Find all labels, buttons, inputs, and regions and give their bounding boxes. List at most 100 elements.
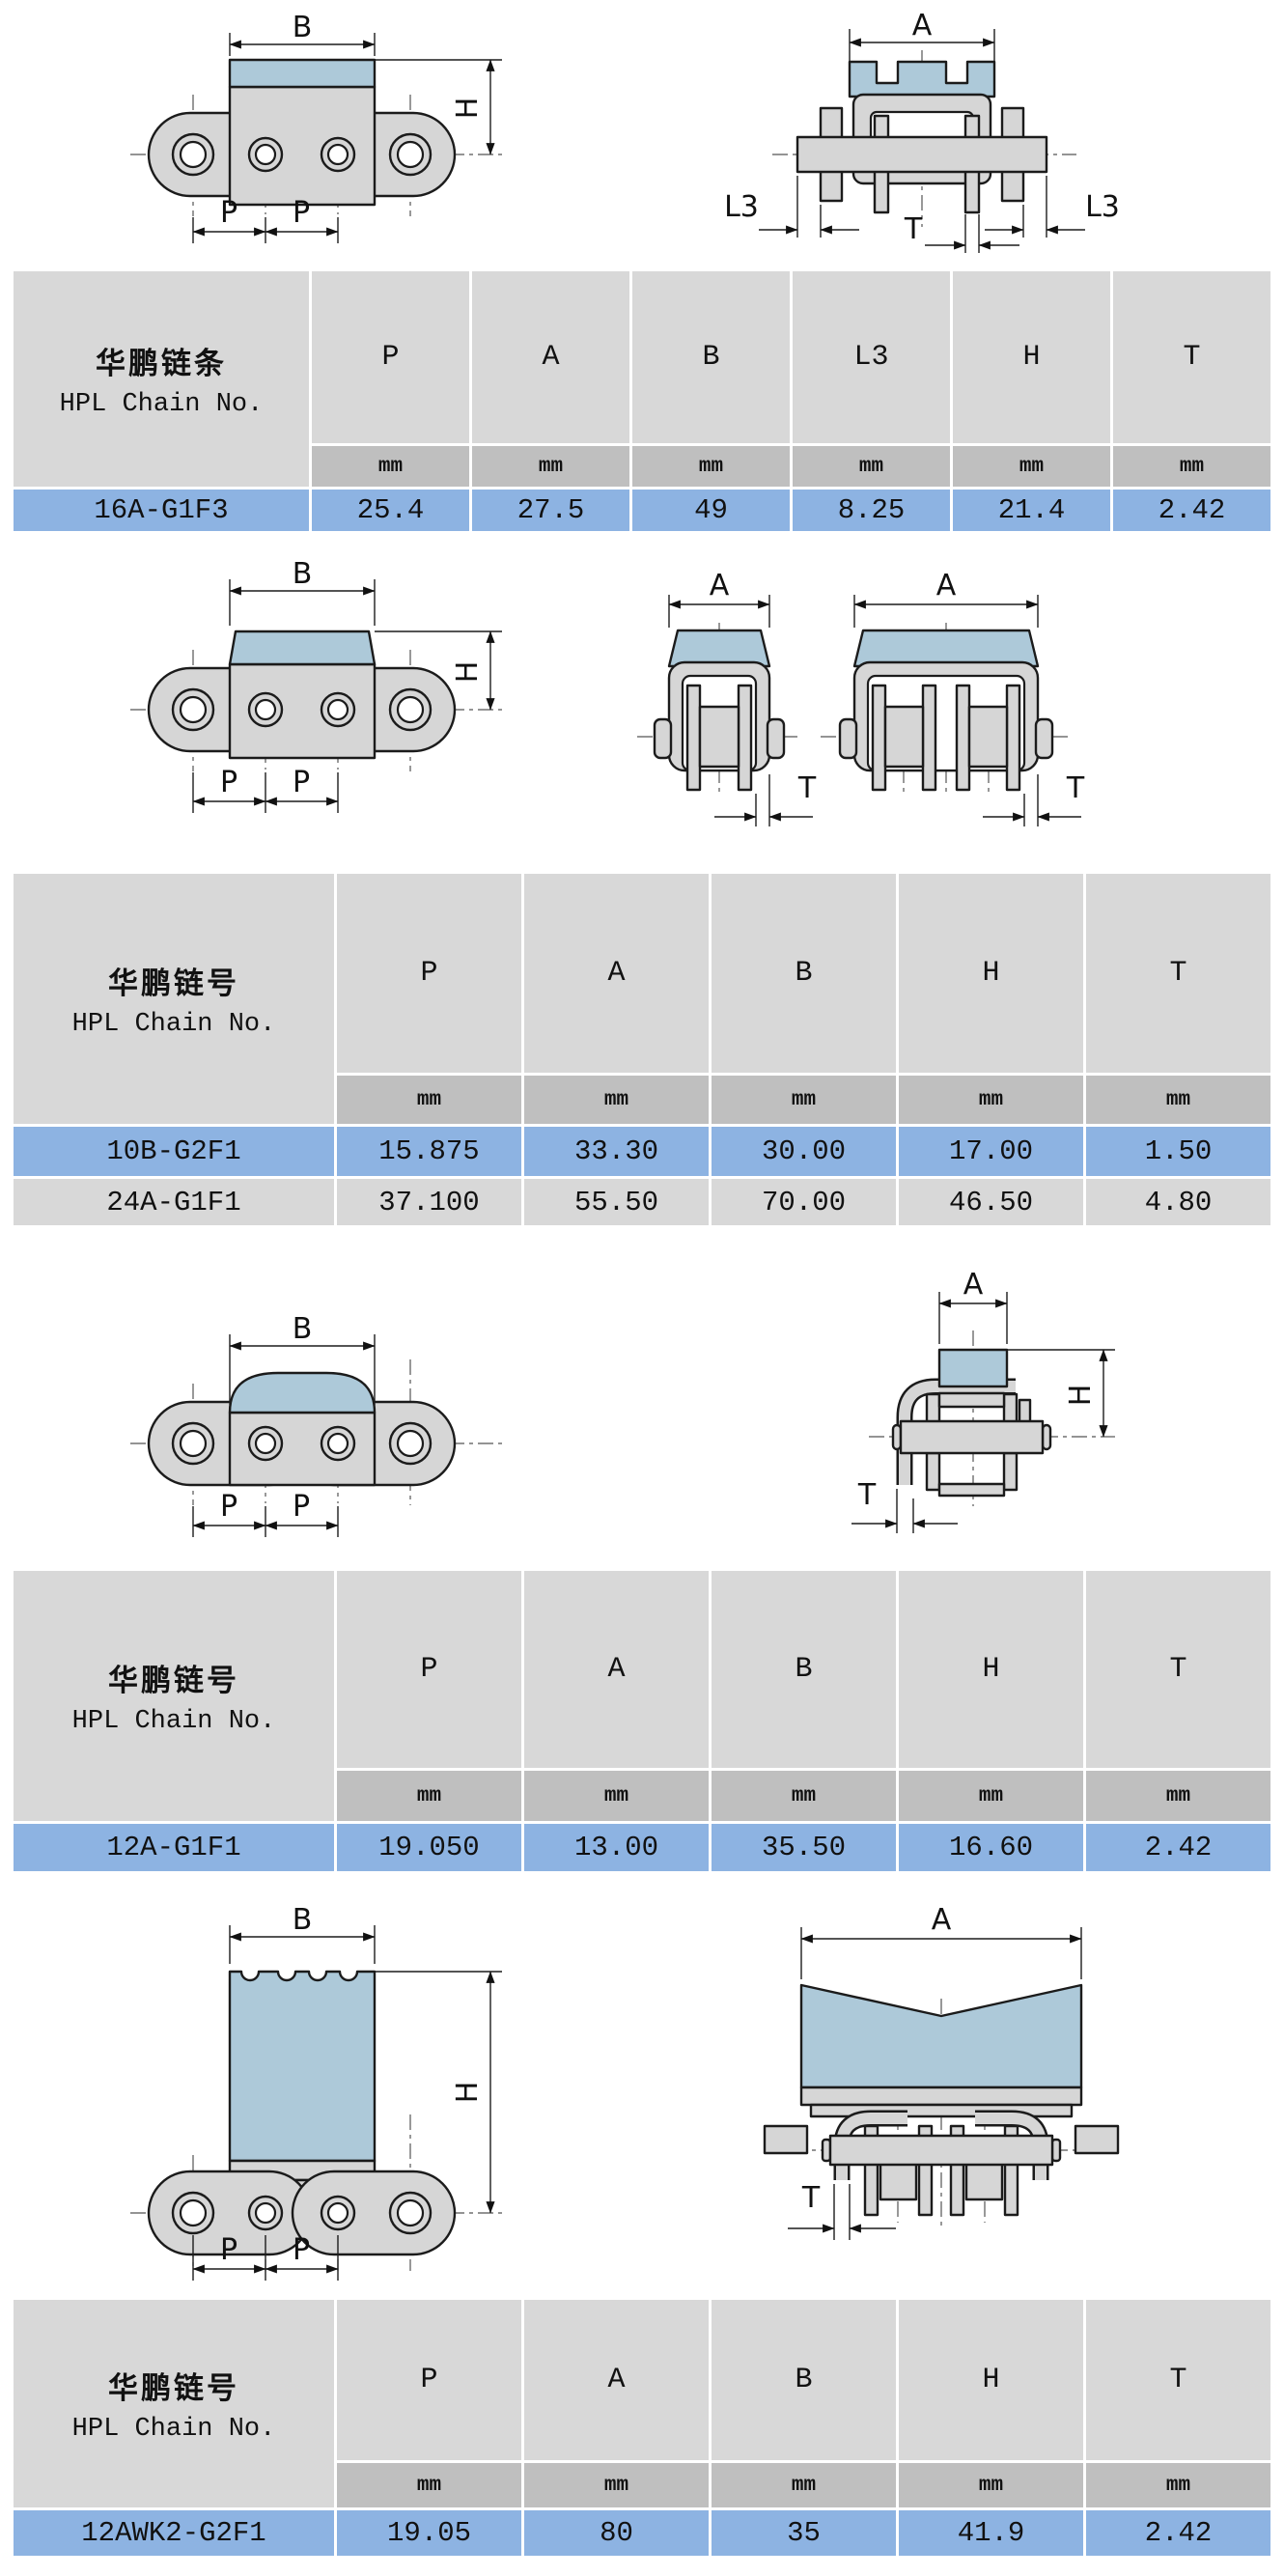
column-header-l3: L3 (793, 271, 950, 443)
dim-label-h: H (1064, 1385, 1098, 1407)
value-cell: 70.00 (712, 1179, 896, 1225)
ext-line (896, 1489, 914, 1533)
dim-label-a: A (912, 9, 933, 42)
roller-hole (326, 698, 349, 721)
dim-label-b: B (293, 1312, 313, 1346)
dim-label-l3-right: L3 (1085, 190, 1120, 224)
header-title-en: HPL Chain No. (71, 1707, 276, 1736)
roller-hole (254, 143, 277, 166)
unit-cell: mm (524, 1076, 709, 1124)
dim-label-t: T (857, 1478, 877, 1512)
column-header-a: A (524, 2300, 709, 2460)
value-cell: 37.100 (337, 1179, 521, 1225)
dim-label-b: B (293, 557, 313, 591)
ext-line (755, 774, 770, 826)
value-cell: 30.00 (712, 1127, 896, 1176)
link-plate (871, 684, 887, 792)
bushing-bar (937, 1482, 1006, 1498)
value-cell: 19.050 (337, 1824, 521, 1871)
ext-line (192, 1506, 339, 1537)
unit-cell: mm (712, 1076, 896, 1124)
pin-shaft (796, 135, 1048, 174)
chain-no-cell: 12A-G1F1 (14, 1824, 334, 1871)
dim-label-b: B (293, 11, 313, 44)
value-cell: 8.25 (793, 490, 950, 531)
roller-hole (254, 2201, 277, 2225)
unit-cell: mm (337, 1771, 521, 1821)
drawing-3: B P P A H T (130, 1268, 1115, 1537)
value-cell: 2.42 (1113, 490, 1270, 531)
dim-label-p2: P (293, 1490, 310, 1524)
pin-end (766, 717, 786, 760)
unit-cell: mm (1113, 446, 1270, 487)
unit-cell: mm (524, 1771, 709, 1821)
value-cell: 55.50 (524, 1179, 709, 1225)
dim-label-p1: P (220, 766, 237, 799)
value-cell: 46.50 (899, 1179, 1083, 1225)
value-cell: 21.4 (953, 490, 1110, 531)
plastic-top-profile (228, 58, 377, 89)
value-cell: 49 (632, 490, 790, 531)
value-cell: 35.50 (712, 1824, 896, 1871)
unit-cell: mm (632, 446, 790, 487)
dim-label-p2: P (293, 2233, 310, 2267)
unit-cell: mm (712, 2463, 896, 2507)
drawing-1: B H P P A L3 L3 T (130, 9, 1120, 253)
drawing-4: B H P P A T (130, 1903, 1120, 2281)
ext-line (192, 217, 339, 243)
value-cell: 33.30 (524, 1127, 709, 1176)
ext-line (229, 1925, 376, 1964)
dim-label-p1: P (220, 1490, 237, 1524)
drawing-2: B H P P A T A T (130, 557, 1085, 826)
unit-cell: mm (953, 446, 1110, 487)
dim-label-t: T (797, 771, 817, 805)
column-header-p: P (312, 271, 469, 443)
base-plate (799, 2086, 1083, 2107)
dim-label-t: T (801, 2181, 821, 2215)
pin-hole (179, 140, 208, 169)
unit-cell: mm (312, 446, 469, 487)
pin-hole (179, 1429, 208, 1458)
ext-line (1022, 176, 1047, 238)
roller (883, 705, 925, 769)
unit-cell: mm (899, 2463, 1083, 2507)
column-header-b: B (712, 1571, 896, 1768)
link-plate (925, 1451, 941, 1492)
link-plate (685, 684, 702, 792)
ext-line (964, 214, 980, 253)
plastic-top-profile (228, 630, 377, 666)
dim-label-t: T (1066, 771, 1085, 805)
value-cell: 25.4 (312, 490, 469, 531)
plastic-cap (852, 629, 1040, 668)
column-header-a: A (524, 1571, 709, 1768)
chain-no-cell: 24A-G1F1 (14, 1179, 334, 1225)
column-header-a: A (524, 874, 709, 1073)
link-plate (1002, 1451, 1019, 1492)
header-title-zh: 华鹏链号 (108, 2371, 239, 2406)
link-plate (1005, 684, 1021, 792)
unit-cell: mm (1086, 2463, 1270, 2507)
mount-tab (763, 2124, 809, 2155)
link-plate (921, 684, 937, 792)
value-cell: 13.00 (524, 1824, 709, 1871)
dim-label-b: B (293, 1903, 313, 1937)
column-header-a: A (472, 271, 629, 443)
value-cell: 2.42 (1086, 1824, 1270, 1871)
value-cell: 4.80 (1086, 1179, 1270, 1225)
value-cell: 27.5 (472, 490, 629, 531)
roller-hole (254, 1432, 277, 1455)
value-cell: 41.9 (899, 2510, 1083, 2556)
roller-hole (254, 698, 277, 721)
value-cell: 19.05 (337, 2510, 521, 2556)
roller (967, 705, 1009, 769)
column-header-h: H (953, 271, 1110, 443)
pin-hole (396, 1429, 425, 1458)
pin-hole (396, 695, 425, 724)
